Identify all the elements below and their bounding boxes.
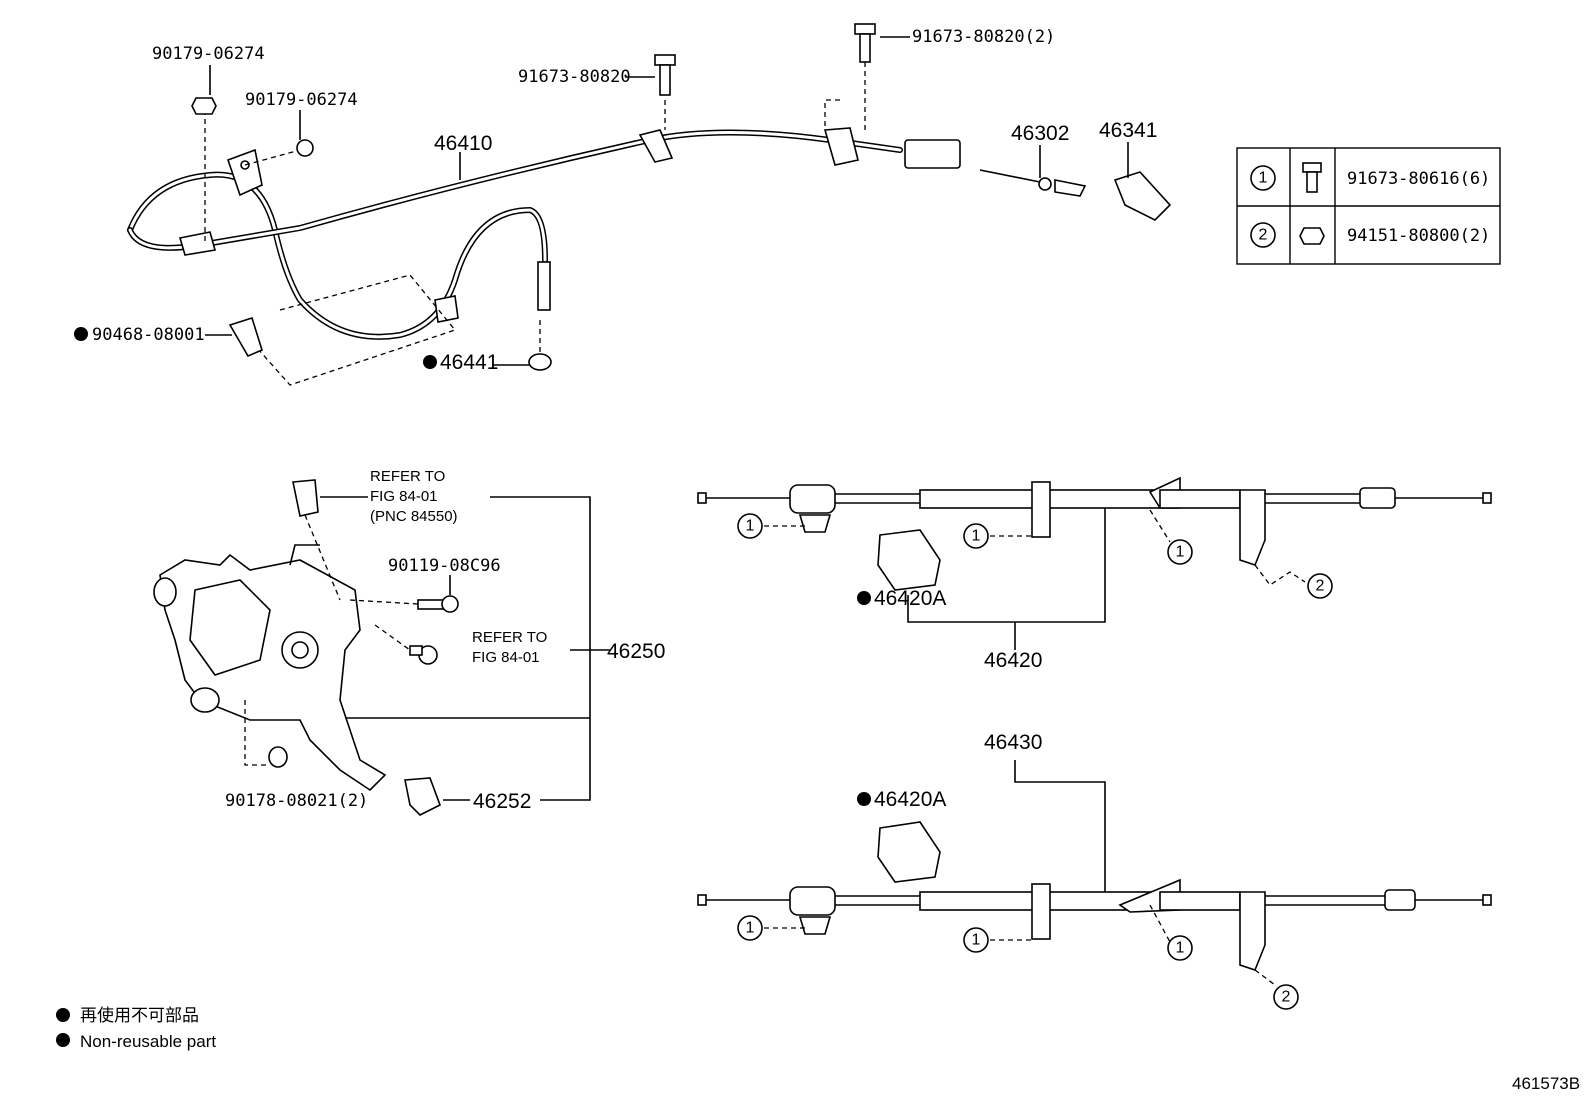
- ref-number: 1: [1259, 170, 1268, 187]
- non-reusable-dot: [857, 792, 871, 806]
- ref-number: 1: [746, 518, 755, 535]
- grommet-icon: [528, 353, 552, 371]
- part-label: 46420: [984, 649, 1042, 672]
- legend: 再使用不可部品 Non-reusable part: [56, 1005, 216, 1051]
- refer-to-text: REFER TO: [370, 468, 445, 485]
- refer-to-text: FIG 84-01: [472, 649, 540, 666]
- ref-number: 1: [746, 920, 755, 937]
- bolt-icon: [409, 645, 438, 665]
- refer-to-text: (PNC 84550): [370, 508, 458, 525]
- top-cable-assembly: 90179-06274 90179-06274 46410 91673-8082…: [74, 23, 1172, 386]
- non-reusable-dot: [74, 327, 88, 341]
- part-label: 46250: [607, 640, 665, 663]
- part-label: 46430: [984, 731, 1042, 754]
- clamp-icon: [1113, 171, 1172, 221]
- ref-circle: [1250, 165, 1276, 191]
- legend-en: Non-reusable part: [80, 1032, 216, 1051]
- part-label: 90179-06274: [245, 90, 358, 110]
- ref-number: 2: [1316, 578, 1325, 595]
- ref-number: 2: [1259, 227, 1268, 244]
- part-label: 46441: [440, 351, 498, 374]
- refer-to-text: FIG 84-01: [370, 488, 438, 505]
- refer-to-text: REFER TO: [472, 629, 547, 646]
- bolt-icon: [854, 23, 876, 63]
- part-label: 46410: [434, 132, 492, 155]
- pedal-assembly: REFER TO FIG 84-01 (PNC 84550) 90119-08C…: [153, 468, 665, 816]
- legend-jp: 再使用不可部品: [80, 1005, 199, 1025]
- nut-icon: [268, 746, 288, 768]
- figure-id: 461573B: [1512, 1074, 1580, 1093]
- ref-number: 2: [1282, 989, 1291, 1006]
- ref-number: 1: [1176, 544, 1185, 561]
- non-reusable-dot: [423, 355, 437, 369]
- ref-number: 1: [972, 932, 981, 949]
- rod-icon: [979, 169, 1087, 197]
- part-label: 46420A: [874, 788, 946, 811]
- bolt-icon: [654, 54, 676, 96]
- bolt-icon: [417, 595, 459, 613]
- part-label: 46252: [473, 790, 531, 813]
- table-part-number: 94151-80800(2): [1347, 226, 1490, 246]
- nut-icon: [191, 97, 217, 115]
- part-label: 46302: [1011, 122, 1069, 145]
- part-label: 46420A: [874, 587, 946, 610]
- nut-icon: [296, 139, 314, 157]
- part-label: 46341: [1099, 119, 1157, 142]
- part-label: 91673-80820(2): [912, 27, 1055, 47]
- cable-lh-assembly: 1 1 1 2 46420A 46430: [697, 731, 1492, 1010]
- non-reusable-dot: [56, 1033, 70, 1047]
- part-label: 90179-06274: [152, 44, 265, 64]
- nut-icon: [1299, 227, 1325, 245]
- fastener-table: 1 2 91673-80616(6) 94151-80800(2): [1236, 147, 1501, 265]
- non-reusable-dot: [857, 591, 871, 605]
- ref-number: 1: [1176, 940, 1185, 957]
- part-label: 90178-08021(2): [225, 791, 368, 811]
- cable-rh-assembly: 1 1 1 2 46420A 46420: [697, 476, 1492, 672]
- ref-number: 1: [972, 528, 981, 545]
- part-label: 91673-80820: [518, 67, 631, 87]
- ref-circle: [1250, 222, 1276, 248]
- table-part-number: 91673-80616(6): [1347, 169, 1490, 189]
- part-label: 90468-08001: [92, 325, 205, 345]
- clip-icon: [228, 316, 263, 358]
- bolt-icon: [1302, 162, 1322, 193]
- part-label: 90119-08C96: [388, 556, 501, 576]
- non-reusable-dot: [56, 1008, 70, 1022]
